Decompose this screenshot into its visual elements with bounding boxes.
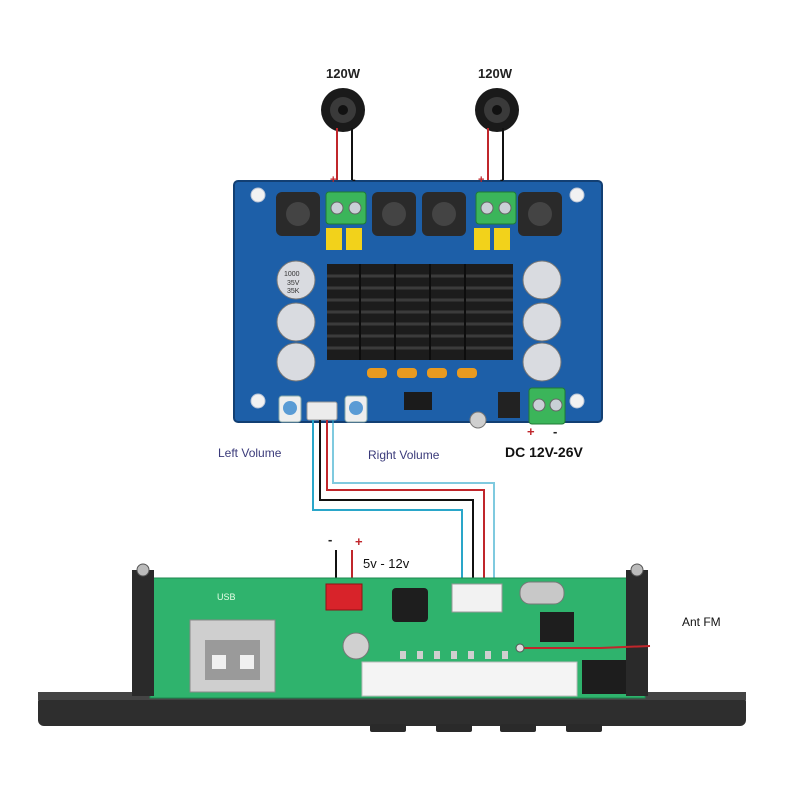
panel-buttons	[370, 724, 602, 732]
amp-power-plus: +	[527, 424, 535, 439]
left-volume-pot	[278, 395, 302, 423]
electrolytic-capacitors: 1000 35V 35K	[276, 260, 562, 382]
left-speaker-power-label: 120W	[326, 66, 360, 81]
smd-components	[367, 368, 477, 378]
amp-power-input-label: DC 12V-26V	[505, 444, 583, 460]
pin-header	[400, 651, 508, 659]
audio-jack	[582, 660, 626, 694]
inductors	[276, 192, 562, 236]
right-volume-pot	[344, 395, 368, 423]
film-capacitors	[326, 228, 510, 250]
capacitor-marking: 35K	[287, 288, 300, 295]
svg-text:+: +	[478, 174, 484, 186]
capacitor-marking: 1000	[284, 271, 300, 278]
capacitor-marking: 35V	[287, 280, 300, 287]
speaker-terminal-right	[475, 191, 517, 225]
display-window	[361, 661, 578, 697]
decoder-power-plus: +	[355, 534, 363, 549]
speaker-right	[475, 88, 519, 132]
regulator	[498, 392, 520, 418]
decoder-inductor	[392, 588, 428, 622]
decoder-chip	[540, 612, 574, 642]
ic-chip	[404, 392, 432, 410]
decoder-power-label: 5v - 12v	[363, 556, 410, 571]
svg-text:-: -	[352, 174, 356, 186]
amplifier-board: + - + - 1000 35V 35K	[233, 174, 603, 429]
decoder-capacitor	[342, 632, 370, 660]
power-terminal	[528, 387, 566, 425]
decoder-board: USB	[38, 563, 746, 732]
usb-port	[189, 619, 276, 693]
audio-input-connector	[306, 401, 338, 421]
svg-text:-: -	[500, 174, 504, 186]
antenna-wire	[520, 645, 651, 649]
antenna-label: Ant FM	[682, 615, 721, 629]
right-speaker-power-label: 120W	[478, 66, 512, 81]
decoder-power-connector	[325, 583, 363, 611]
left-volume-label: Left Volume	[218, 446, 282, 460]
usb-marking: USB	[217, 592, 236, 602]
amp-power-minus: -	[553, 424, 558, 439]
decoder-power-minus: -	[328, 532, 333, 547]
crystal	[519, 581, 565, 605]
signal-wires	[312, 420, 495, 584]
right-volume-label: Right Volume	[368, 448, 440, 462]
decoder-signal-connector	[451, 583, 503, 613]
speaker-left	[321, 88, 365, 132]
speaker-terminal-left	[325, 191, 367, 225]
svg-text:+: +	[330, 174, 336, 186]
small-capacitor	[469, 411, 487, 429]
heatsink	[327, 264, 513, 360]
